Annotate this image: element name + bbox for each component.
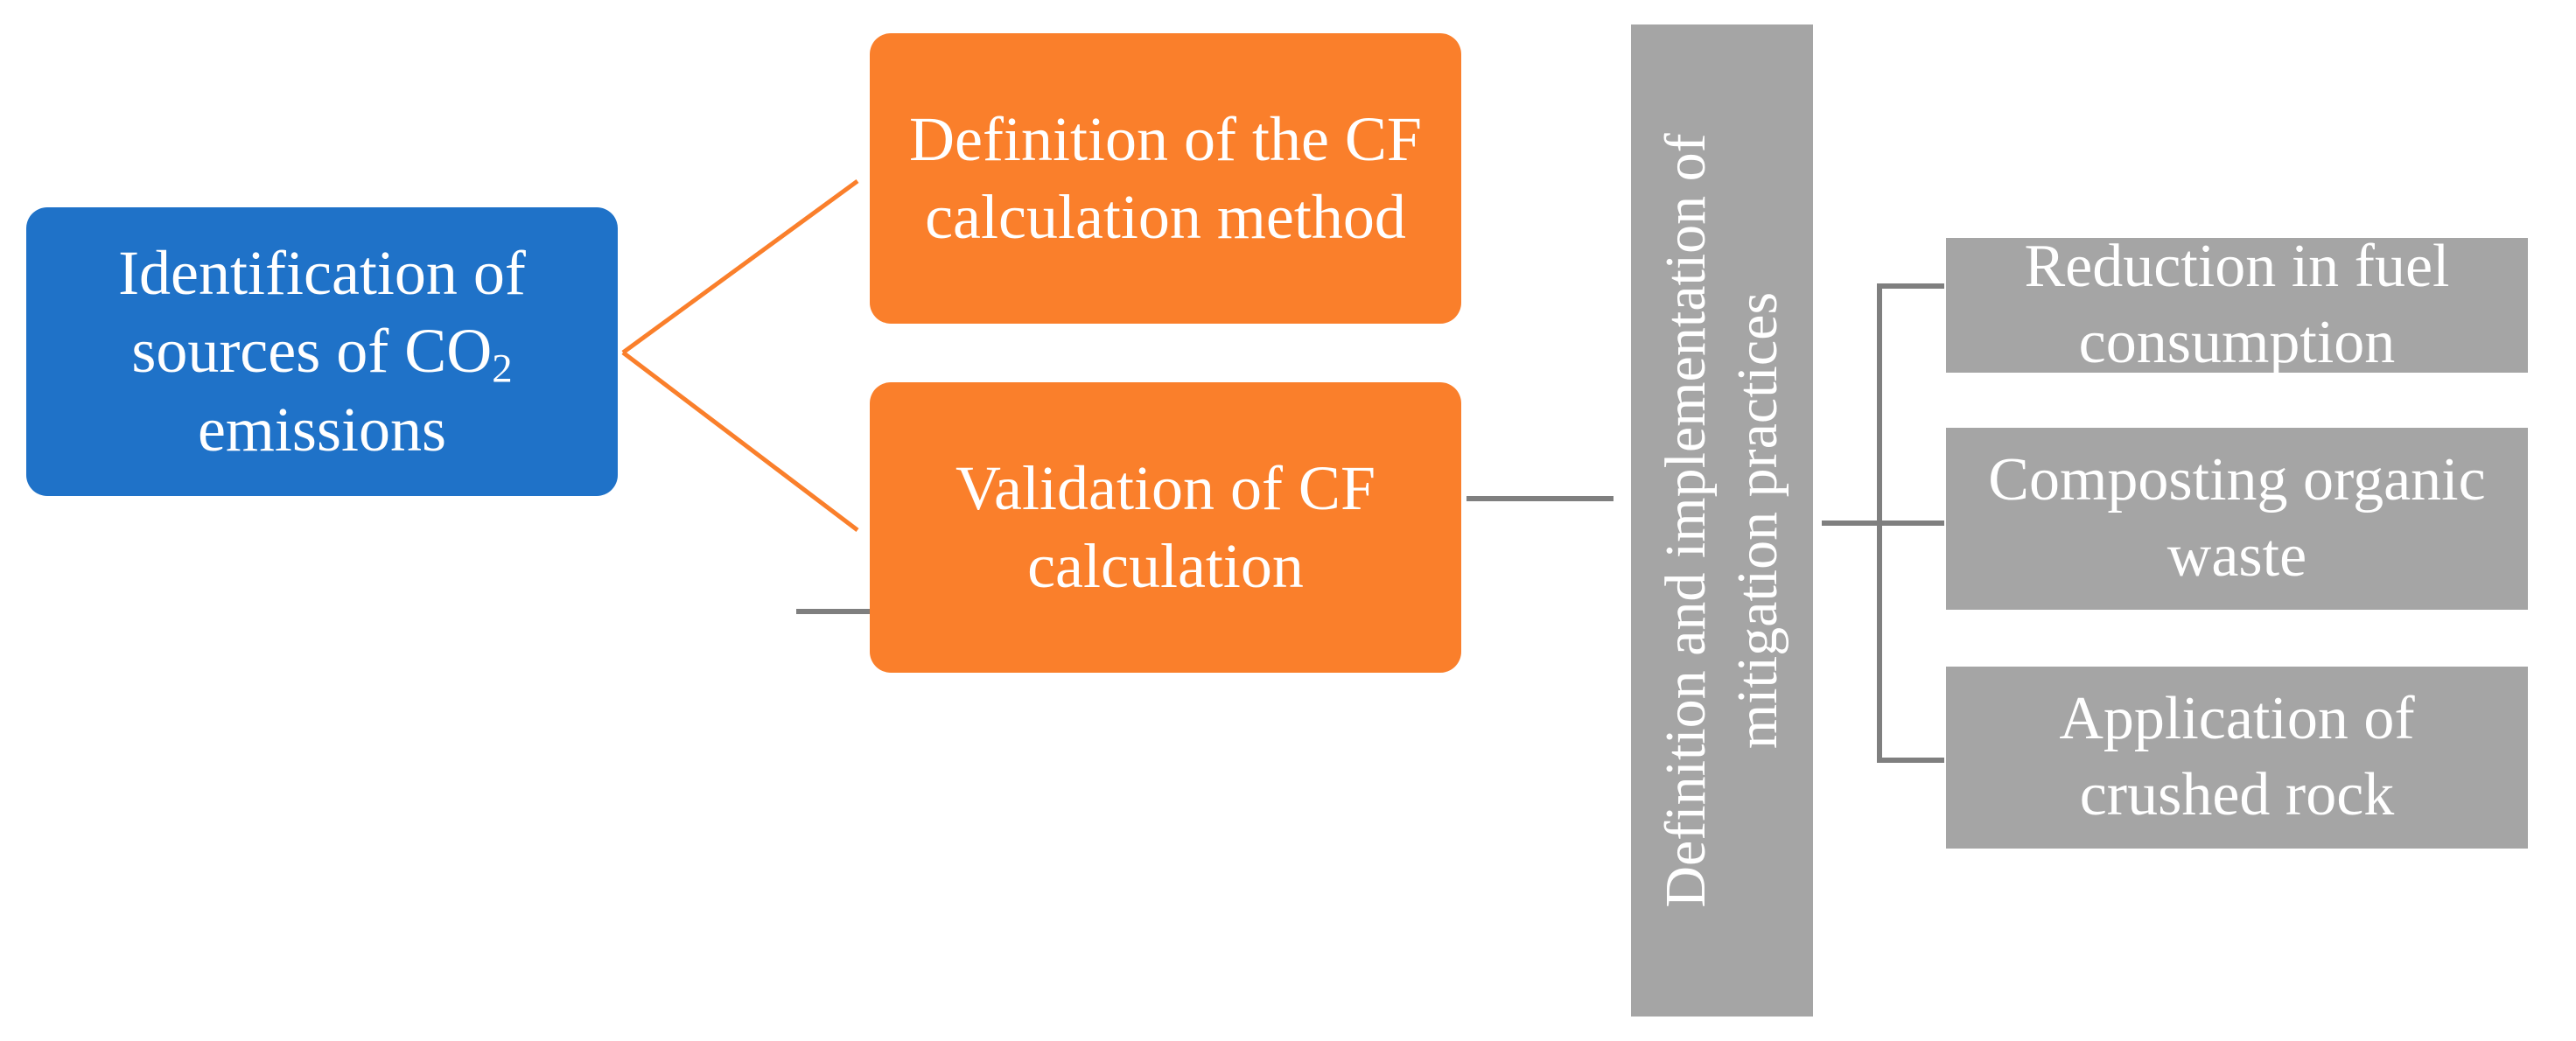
node-validation-of-cf: Validation of CF calculation	[870, 382, 1461, 673]
identify-line-2: sources of CO	[131, 316, 493, 387]
node-mitigation-practices: Definition and implementation of mitigat…	[1631, 24, 1813, 1017]
node-mitigation-label: Definition and implementation of mitigat…	[1654, 133, 1789, 908]
node-rock-label: Application of crushed rock	[2059, 685, 2415, 828]
node-compost-label: Composting organic waste	[1988, 446, 2486, 590]
node-definition-of-cf-method: Definition of the CF calculation method	[870, 33, 1461, 324]
node-definition-label: Definition of the CF calculation method	[909, 103, 1422, 252]
node-reduction-in-fuel: Reduction in fuel consumption	[1946, 233, 2528, 376]
node-composting-organic-waste: Composting organic waste	[1946, 428, 2528, 610]
identify-line-1: Identification of	[118, 238, 526, 309]
connector-identify-to-definition	[621, 178, 859, 355]
identify-line-2-subscript: 2	[492, 346, 513, 393]
node-fuel-label: Reduction in fuel consumption	[2024, 233, 2450, 376]
node-application-of-crushed-rock: Application of crushed rock	[1946, 667, 2528, 849]
node-validation-label: Validation of CF calculation	[956, 452, 1376, 601]
connector-identify-to-validation	[621, 351, 859, 532]
identify-line-3: emissions	[197, 394, 446, 465]
